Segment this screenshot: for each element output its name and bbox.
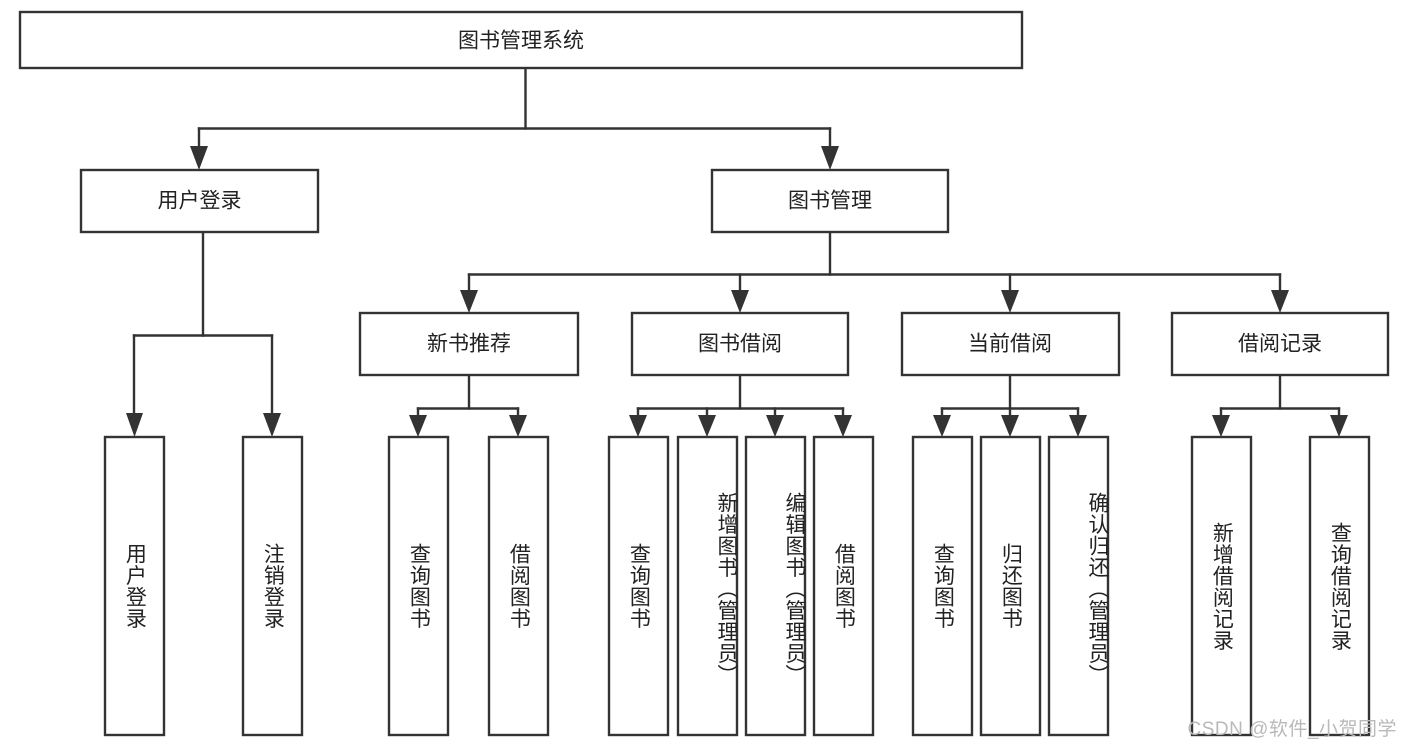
leaf-box-add-book[interactable] <box>676 435 739 737</box>
arrow-head-leaf-user-login <box>126 413 143 437</box>
node-root-box[interactable] <box>18 10 1024 70</box>
arrow-head-current-borrow <box>1001 290 1019 313</box>
leaf-box-query-book-cb[interactable] <box>911 435 974 737</box>
leaf-box-query-book-bb[interactable] <box>607 435 670 737</box>
node-book-manage[interactable]: 图书管理 <box>710 168 950 234</box>
node-book-manage-label: 图书管理 <box>788 190 872 213</box>
node-user-login[interactable]: 用户登录 <box>79 168 320 234</box>
connectors-user-login-group <box>126 230 281 437</box>
connectors-book-borrow-group <box>629 373 852 437</box>
connectors-root <box>190 66 839 170</box>
arrow-head-br-leaf1 <box>1212 415 1230 437</box>
node-current-borrow[interactable]: 当前借阅 <box>900 311 1121 377</box>
node-current-borrow-box[interactable] <box>900 311 1121 377</box>
node-new-book-recommend-label: 新书推荐 <box>427 333 511 356</box>
leaf-boxes-new-book-recommend <box>387 435 550 737</box>
node-borrow-record-box[interactable] <box>1170 311 1390 377</box>
leaf-box-query-record[interactable] <box>1308 435 1371 737</box>
arrow-head-bb-leaf1 <box>629 415 647 437</box>
arrow-head-borrow-record <box>1271 290 1289 313</box>
connectors-borrow-record-group <box>1212 373 1348 437</box>
node-new-book-recommend-box[interactable] <box>358 311 580 377</box>
leaf-boxes-borrow-record <box>1190 435 1371 737</box>
node-root-label: 图书管理系统 <box>458 30 584 53</box>
arrow-head-cb-leaf3 <box>1069 415 1087 437</box>
leaf-box-logout[interactable] <box>241 435 304 737</box>
node-user-login-label: 用户登录 <box>158 190 242 213</box>
arrow-head-nb-leaf2 <box>509 415 527 437</box>
node-borrow-record[interactable]: 借阅记录 <box>1170 311 1390 377</box>
watermark: CSDN @软件_小贺同学 <box>1187 719 1397 740</box>
node-book-borrow[interactable]: 图书借阅 <box>630 311 850 377</box>
arrow-head-bb-leaf2 <box>698 415 716 437</box>
arrow-head-user-login <box>190 146 208 170</box>
arrow-head-cb-leaf2 <box>1001 415 1019 437</box>
arrow-head-bb-leaf3 <box>766 415 784 437</box>
leaf-boxes-book-borrow <box>607 435 875 737</box>
node-book-manage-box[interactable] <box>710 168 950 234</box>
leaf-box-borrow-book-bb[interactable] <box>812 435 875 737</box>
arrow-head-br-leaf2 <box>1330 415 1348 437</box>
arrow-head-bb-leaf4 <box>834 415 852 437</box>
leaf-box-query-book-nb[interactable] <box>387 435 450 737</box>
leaf-box-return-book[interactable] <box>979 435 1042 737</box>
arrow-head-nb-leaf1 <box>409 415 427 437</box>
arrow-head-book-manage <box>821 146 839 170</box>
leaf-box-add-record[interactable] <box>1190 435 1253 737</box>
leaf-boxes-user-login <box>103 435 304 737</box>
node-current-borrow-label: 当前借阅 <box>968 333 1052 356</box>
connectors-book-manage-group <box>460 230 1289 313</box>
node-book-borrow-label: 图书借阅 <box>698 333 782 356</box>
leaf-box-edit-book[interactable] <box>744 435 807 737</box>
connectors-current-borrow-group <box>933 373 1087 437</box>
node-user-login-box[interactable] <box>79 168 320 234</box>
leaf-box-borrow-book-nb[interactable] <box>487 435 550 737</box>
arrow-head-book-borrow <box>731 290 749 313</box>
node-root[interactable]: 图书管理系统 <box>18 10 1024 70</box>
arrow-head-leaf-logout <box>263 413 281 437</box>
node-borrow-record-label: 借阅记录 <box>1238 333 1322 356</box>
arrow-head-new-book-recommend <box>460 290 478 313</box>
leaf-boxes-current-borrow <box>911 435 1110 737</box>
node-new-book-recommend[interactable]: 新书推荐 <box>358 311 580 377</box>
node-book-borrow-box[interactable] <box>630 311 850 377</box>
leaf-box-confirm-return[interactable] <box>1047 435 1110 737</box>
leaf-box-user-login[interactable] <box>103 435 166 737</box>
connectors-new-book-group <box>409 373 527 437</box>
arrow-head-cb-leaf1 <box>933 415 951 437</box>
